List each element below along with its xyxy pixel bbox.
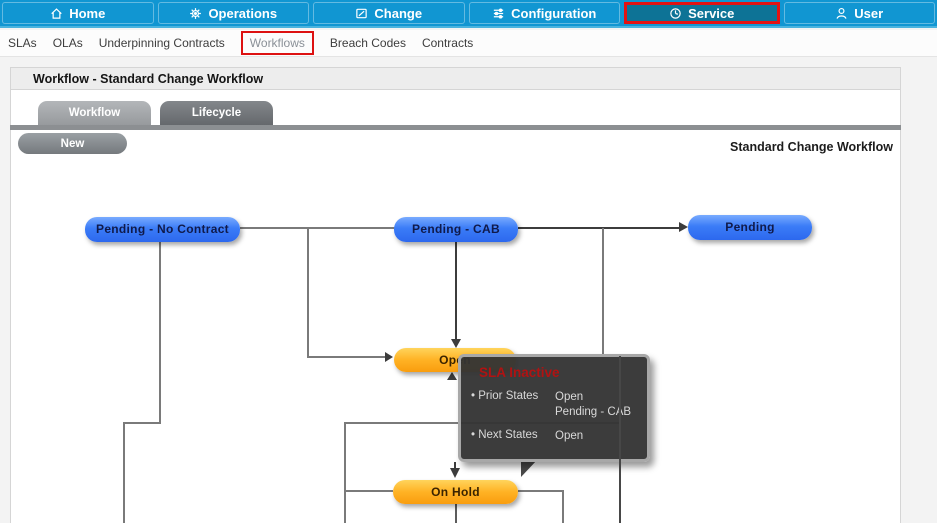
nav-tab-label: Home xyxy=(69,5,106,21)
arrowhead-right xyxy=(679,222,688,232)
connector-line xyxy=(307,356,387,358)
workflow-name-label: Standard Change Workflow xyxy=(730,140,893,154)
nav-tab-operations[interactable]: Operations xyxy=(157,2,309,24)
nav-tab-label: Configuration xyxy=(511,5,597,21)
workflow-node-on-hold[interactable]: On Hold xyxy=(393,480,518,504)
tooltip-row-values: Open xyxy=(555,430,584,442)
subnav-item-contracts[interactable]: Contracts xyxy=(421,36,474,50)
tooltip-row: Prior States Open Pending - CAB xyxy=(471,390,639,420)
connector-line xyxy=(518,227,680,229)
connector-line xyxy=(602,228,604,354)
arrowhead-down xyxy=(450,468,460,478)
nav-tab-user[interactable]: User xyxy=(783,2,935,24)
new-button[interactable]: New xyxy=(18,133,127,154)
arrowhead-up xyxy=(447,372,457,380)
clock-icon xyxy=(669,7,682,20)
arrowhead-right xyxy=(385,352,393,362)
arrowhead-down xyxy=(451,339,461,348)
subnav-item-workflows[interactable]: Workflows xyxy=(240,31,314,55)
nav-tab-home[interactable]: Home xyxy=(2,2,154,24)
tab-workflow[interactable]: Workflow xyxy=(38,101,151,125)
subnav-item-underpinning-contracts[interactable]: Underpinning Contracts xyxy=(98,36,225,50)
nav-tab-label: User xyxy=(854,5,884,21)
connector-line xyxy=(454,462,456,470)
sub-navigation: SLAs OLAs Underpinning Contracts Workflo… xyxy=(0,30,937,57)
nav-tab-change[interactable]: Change xyxy=(313,2,465,24)
tab-lifecycle[interactable]: Lifecycle xyxy=(160,101,273,125)
tooltip-row-label: Next States xyxy=(471,429,555,444)
person-icon xyxy=(835,7,848,20)
connector-line xyxy=(307,227,309,357)
workflow-node-pending-cab[interactable]: Pending - CAB xyxy=(394,217,518,242)
connector-line xyxy=(159,242,161,423)
nav-tab-label: Service xyxy=(688,5,735,21)
connector-line xyxy=(344,490,393,492)
connector-line xyxy=(619,356,621,523)
connector-line xyxy=(455,242,457,340)
subnav-item-breach-codes[interactable]: Breach Codes xyxy=(329,36,406,50)
sla-tooltip: SLA Inactive Prior States Open Pending -… xyxy=(458,354,650,462)
connector-line xyxy=(123,422,125,523)
subnav-item-slas[interactable]: SLAs xyxy=(8,36,37,50)
connector-line xyxy=(562,490,564,523)
nav-tab-service[interactable]: Service xyxy=(624,2,780,24)
tab-divider-bar xyxy=(10,125,901,130)
workflow-node-pending-no-contract[interactable]: Pending - No Contract xyxy=(85,217,240,242)
change-icon xyxy=(355,7,368,20)
subnav-item-olas[interactable]: OLAs xyxy=(52,36,83,50)
nav-tab-label: Change xyxy=(374,5,423,21)
page-title: Workflow - Standard Change Workflow xyxy=(10,67,901,90)
nav-tab-label: Operations xyxy=(208,5,278,21)
tooltip-row: Next States Open xyxy=(471,429,639,444)
connector-line xyxy=(518,490,564,492)
home-icon xyxy=(50,7,63,20)
tooltip-row-values: Open Pending - CAB xyxy=(555,391,632,418)
connector-line xyxy=(240,227,395,229)
tooltip-tail xyxy=(521,459,538,477)
workflow-node-pending[interactable]: Pending xyxy=(688,215,812,240)
connector-line xyxy=(455,503,457,523)
gear-icon xyxy=(189,7,202,20)
tooltip-title: SLA Inactive xyxy=(479,365,560,380)
tooltip-row-label: Prior States xyxy=(471,390,555,420)
connector-line xyxy=(123,422,161,424)
nav-tab-configuration[interactable]: Configuration xyxy=(468,2,620,24)
connector-line xyxy=(344,422,346,523)
top-navigation: Home Operations Change Configuration xyxy=(0,0,937,28)
sliders-icon xyxy=(492,7,505,20)
